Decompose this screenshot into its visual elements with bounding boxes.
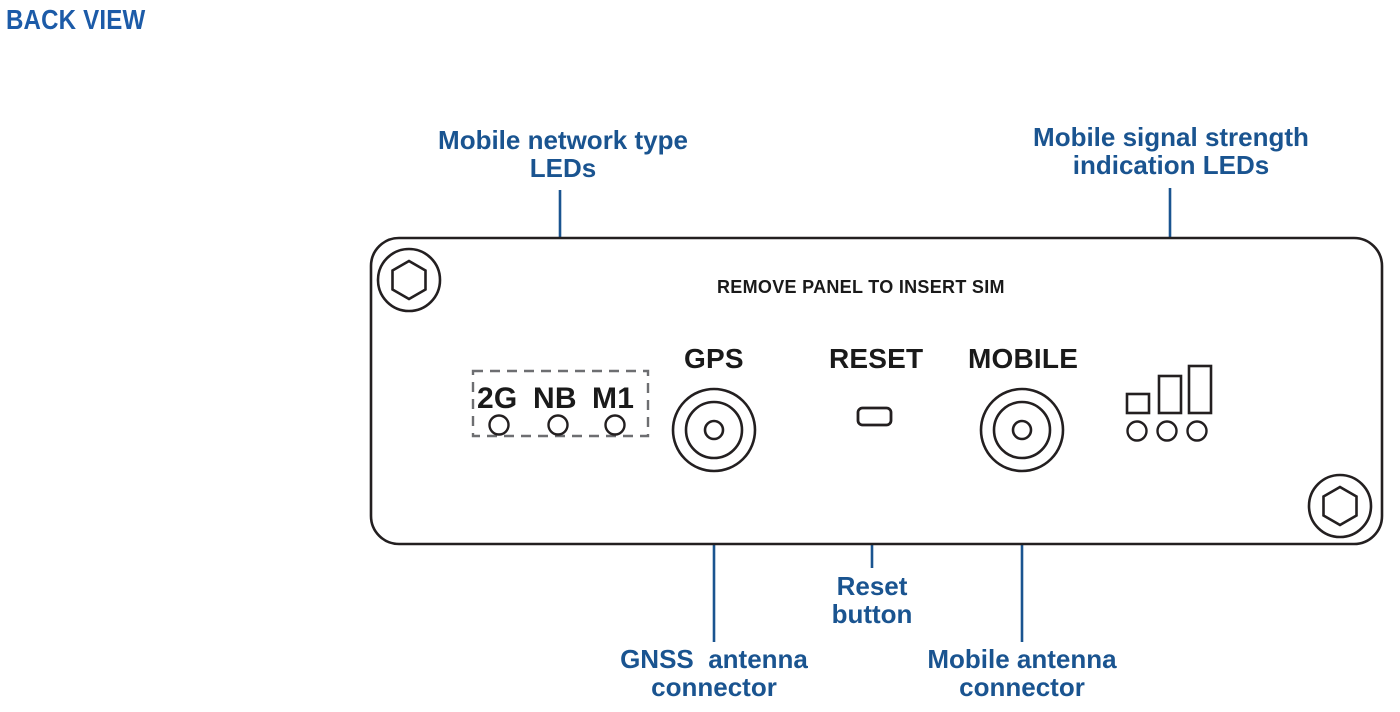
connector-pin xyxy=(1011,419,1033,441)
hex-socket-icon xyxy=(391,259,427,301)
port-label-gps: GPS xyxy=(684,343,744,374)
top-left-hex-screw xyxy=(376,247,442,313)
panel-header-text: REMOVE PANEL TO INSERT SIM xyxy=(717,277,1005,297)
screw-ring xyxy=(376,247,442,313)
callout-mobile-antenna-connector: Mobile antenna connector xyxy=(927,644,1117,703)
callout-gnss-antenna-connector: GNSS antenna connector xyxy=(620,644,808,703)
reset-button-port xyxy=(856,406,893,427)
signal-bar-1 xyxy=(1125,392,1151,415)
connector-outer-ring xyxy=(979,387,1065,473)
network-led-label-2g: 2G xyxy=(477,382,518,415)
led-m1 xyxy=(604,414,626,436)
connector-middle-ring xyxy=(992,400,1052,460)
connector-middle-ring xyxy=(684,400,744,460)
callout-mobile-signal-strength-leds: Mobile signal strength indication LEDs xyxy=(1033,122,1309,181)
signal-led-1 xyxy=(1126,420,1148,442)
gnss-antenna-connector-port xyxy=(671,387,757,473)
port-label-mobile: MOBILE xyxy=(968,343,1079,374)
network-led-label-nb: NB xyxy=(533,382,577,415)
connector-outer-ring xyxy=(671,387,757,473)
signal-strength-bars xyxy=(1125,364,1213,415)
led-2g xyxy=(488,414,510,436)
port-label-reset: RESET xyxy=(829,343,924,374)
callout-mobile-network-type-leds: Mobile network type LEDs xyxy=(438,125,688,184)
device-panel-outline xyxy=(369,236,1384,546)
screw-ring xyxy=(1307,473,1373,539)
network-led-label-m1: M1 xyxy=(592,382,635,415)
callout-reset-button: Reset button xyxy=(831,571,913,630)
signal-bar-3 xyxy=(1187,364,1213,415)
bottom-right-hex-screw xyxy=(1307,473,1373,539)
led-nb xyxy=(547,414,569,436)
network-leds-dashed-box xyxy=(471,369,650,438)
signal-bar-2 xyxy=(1157,374,1183,415)
hex-socket-icon xyxy=(1322,485,1358,527)
mobile-antenna-connector-port xyxy=(979,387,1065,473)
signal-led-indicators xyxy=(1126,420,1208,442)
signal-led-3 xyxy=(1186,420,1208,442)
connector-pin xyxy=(703,419,725,441)
page-title: BACK VIEW xyxy=(6,4,146,35)
signal-led-2 xyxy=(1156,420,1178,442)
network-led-indicators xyxy=(488,414,626,436)
